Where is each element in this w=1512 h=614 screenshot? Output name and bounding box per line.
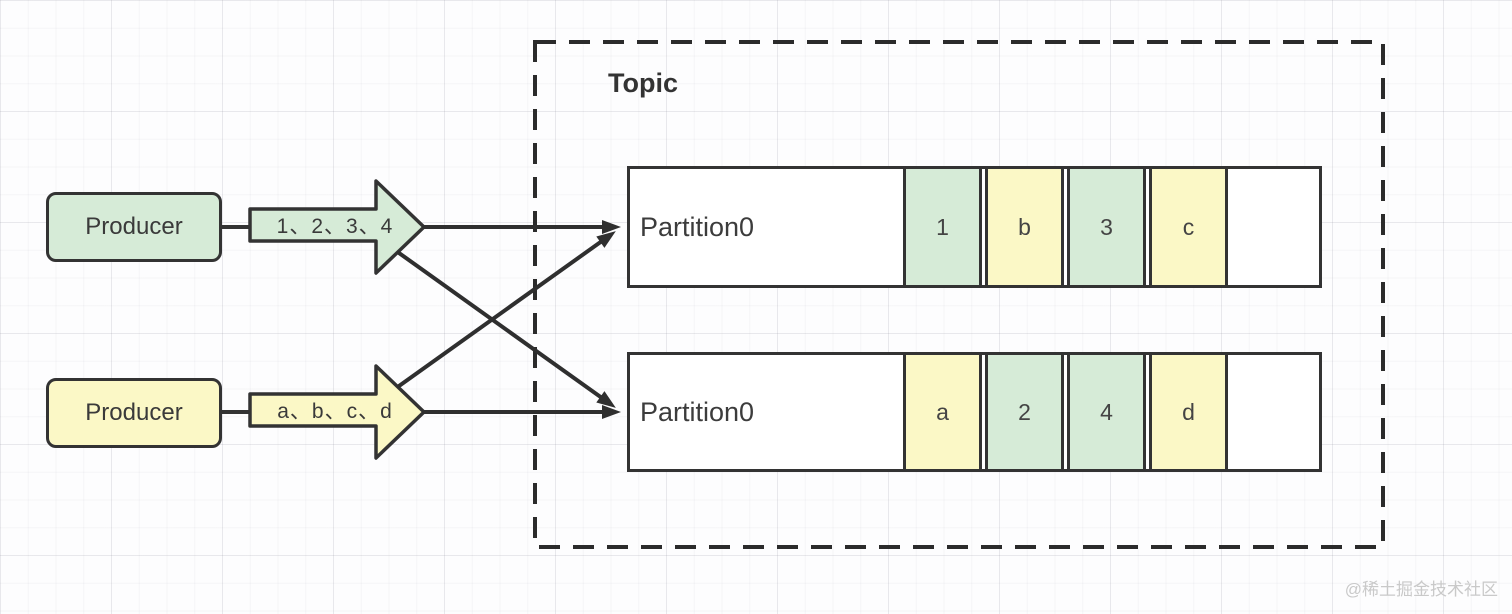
partition-1-cell-2: b (985, 166, 1064, 288)
partition-1-cell-1: 1 (903, 166, 982, 288)
producer-2-label: Producer (85, 399, 183, 426)
producer-1-label: Producer (85, 213, 183, 240)
producer-box-1: Producer (46, 192, 222, 262)
topic-title: Topic (608, 68, 678, 98)
partition-1-cell-4: c (1149, 166, 1228, 288)
arrow-producer1-to-partition2 (397, 251, 616, 408)
partition-1-cell-3: 3 (1067, 166, 1146, 288)
partition-2-cell-3: 4 (1067, 352, 1146, 472)
partition-row-1: Partition0 1 b 3 c (627, 166, 1322, 288)
partition-1-label: Partition0 (640, 211, 755, 242)
partition-2-cell-1: a (903, 352, 982, 472)
producer-1-message-arrow (248, 179, 426, 275)
producer-2-arrow-label: a、b、c、d (277, 400, 393, 423)
topic-dashed-border (533, 40, 1385, 549)
arrow-producer2-to-partition1 (397, 231, 616, 388)
producer-box-2: Producer (46, 378, 222, 448)
partition-2-cell-4: d (1149, 352, 1228, 472)
partition-2-cell-2: 2 (985, 352, 1064, 472)
producer-1-arrow-label: 1、2、3、4 (276, 215, 394, 238)
partition-2-label: Partition0 (640, 396, 755, 427)
watermark: @稀土掘金技术社区 (1344, 580, 1498, 599)
producer-2-message-arrow (248, 364, 426, 460)
partition-row-2: Partition0 a 2 4 d (627, 352, 1322, 472)
